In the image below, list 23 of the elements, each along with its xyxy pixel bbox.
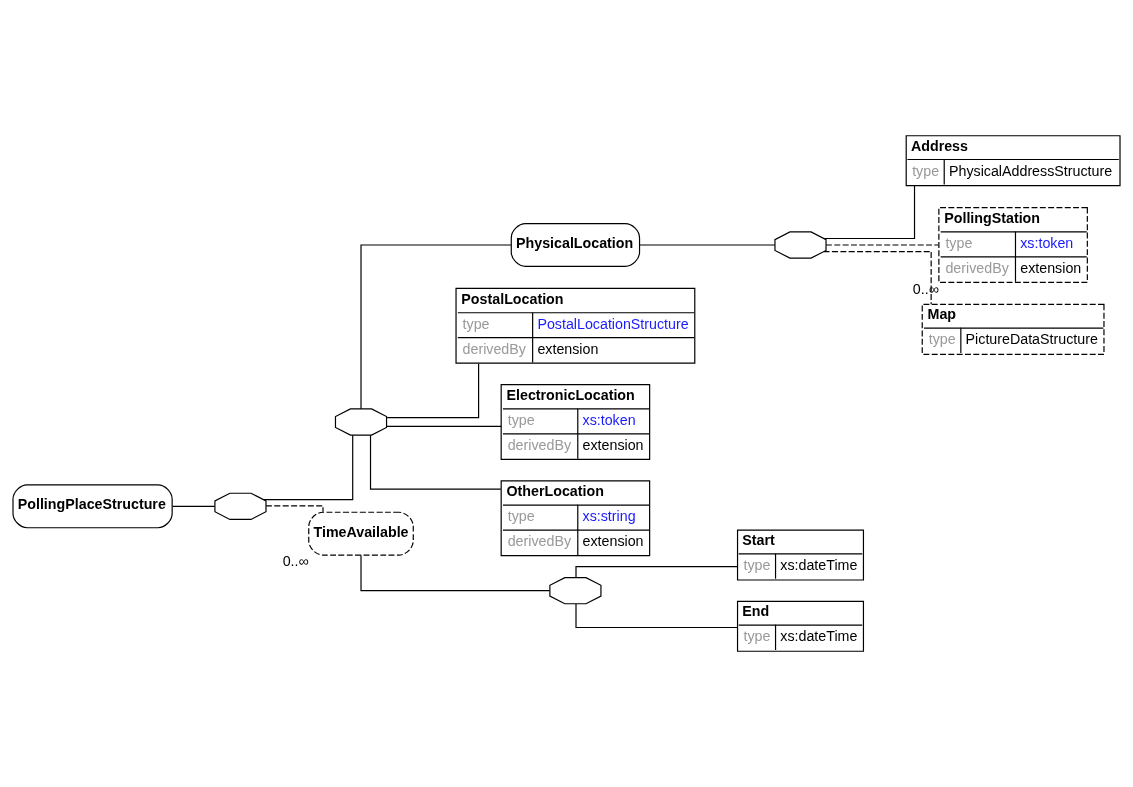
- connector: [823, 185, 916, 240]
- connector: [263, 434, 354, 501]
- connector: [369, 434, 502, 490]
- node-label: 0..∞: [912, 280, 939, 297]
- node-label: 0..∞: [282, 553, 309, 570]
- connector: [575, 566, 738, 579]
- connector: [265, 505, 324, 513]
- node-octagon: [774, 231, 827, 259]
- connector: [823, 250, 932, 305]
- node-octagon: [214, 492, 267, 520]
- node-box: TimeAvailable: [308, 511, 414, 556]
- connector: [171, 505, 216, 507]
- connector: [360, 554, 551, 592]
- connector: [386, 425, 502, 427]
- node-octagon: [549, 577, 602, 605]
- connector: [639, 244, 776, 246]
- connector: [386, 363, 480, 419]
- node-octagon: [334, 408, 388, 436]
- node-box: PhysicalLocation: [510, 223, 641, 267]
- connector: [360, 244, 512, 410]
- node-box: PollingPlaceStructure: [12, 484, 173, 529]
- connector: [825, 244, 940, 246]
- connector: [575, 603, 738, 629]
